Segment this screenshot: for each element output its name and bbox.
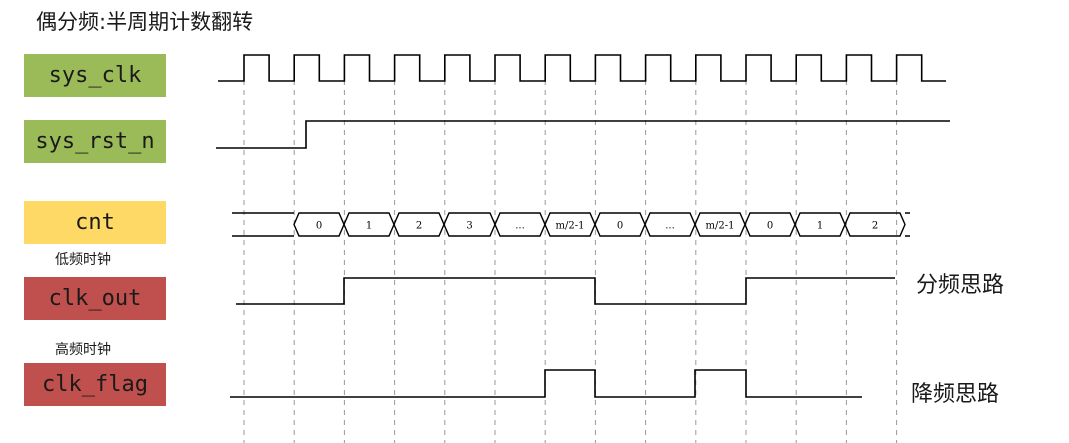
cnt-cell-bg xyxy=(349,213,399,236)
cnt-cell-bg xyxy=(800,213,850,236)
cnt-cell xyxy=(694,212,746,237)
cnt-cell-bg xyxy=(449,213,500,236)
cnt-cell-bg xyxy=(650,213,700,236)
cnt-value-label: 0 xyxy=(617,221,623,232)
cnt-value-label: ... xyxy=(665,221,675,232)
cnt-cell-bg xyxy=(750,213,800,236)
cnt-cell xyxy=(393,212,445,237)
cnt-value-label: m/2-1 xyxy=(706,221,735,232)
cnt-cell xyxy=(794,212,846,237)
cnt-cell xyxy=(644,212,696,237)
side-label-divide-idea: 分频思路 xyxy=(916,273,1005,298)
signal-label-sys-rst-n: sys_rst_n xyxy=(24,120,166,163)
cnt-value-label: 0 xyxy=(316,221,322,232)
cnt-cell-bg xyxy=(299,213,349,236)
signal-label-clk-flag: clk_flag xyxy=(24,363,166,406)
cnt-cell xyxy=(744,212,796,237)
cnt-value-label: 1 xyxy=(366,221,372,232)
cnt-value-label: 0 xyxy=(767,221,773,232)
cnt-cell-bg xyxy=(600,213,650,236)
signal-label-clk-out: clk_out xyxy=(24,277,166,320)
sys-rst-n-wave xyxy=(216,120,950,149)
cnt-cell-bg xyxy=(399,213,449,236)
diagram-title: 偶分频:半周期计数翻转 xyxy=(36,10,254,34)
cnt-cell xyxy=(343,212,395,237)
clk-flag-wave xyxy=(230,369,862,398)
cnt-value-label: 3 xyxy=(466,221,472,232)
caption-high-freq-clock: 高频时钟 xyxy=(55,342,111,358)
cnt-cell xyxy=(544,212,596,237)
signal-label-cnt: cnt xyxy=(24,201,166,244)
cnt-value-label: 2 xyxy=(872,221,878,232)
cnt-cell xyxy=(594,212,646,237)
cnt-value-label: 1 xyxy=(817,221,823,232)
cnt-value-label: m/2-1 xyxy=(556,221,585,232)
clk-out-wave xyxy=(236,277,895,305)
side-label-reduce-idea: 降频思路 xyxy=(911,382,1000,407)
cnt-bus-tail xyxy=(905,212,910,237)
cnt-cell xyxy=(443,212,496,237)
cnt-cell xyxy=(293,212,345,237)
cnt-cell xyxy=(844,212,906,237)
signal-label-sys-clk: sys_clk xyxy=(24,54,166,97)
cnt-value-label: 2 xyxy=(416,221,422,232)
caption-low-freq-clock: 低频时钟 xyxy=(55,252,111,268)
sys-clk-wave xyxy=(218,54,946,82)
cnt-cell-bg xyxy=(500,213,550,236)
cnt-cell xyxy=(494,212,546,237)
cnt-value-label: ... xyxy=(515,221,525,232)
